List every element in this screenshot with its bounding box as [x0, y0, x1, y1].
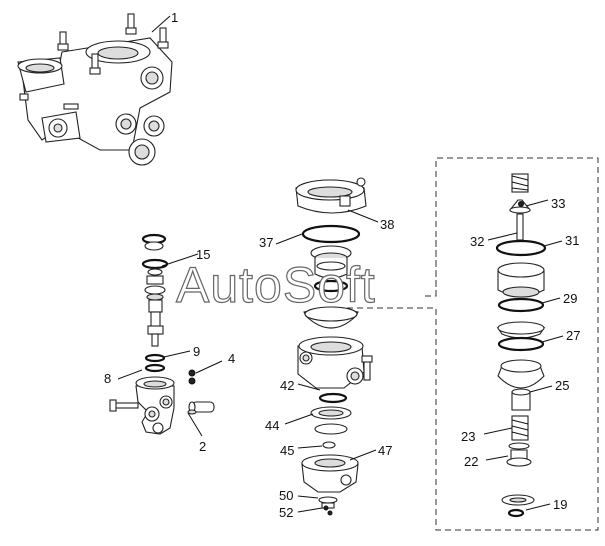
callout-38: 38: [380, 217, 394, 232]
callout-44: 44: [265, 418, 279, 433]
callout-42: 42: [280, 378, 294, 393]
callout-47: 47: [378, 443, 392, 458]
callout-9: 9: [193, 344, 200, 359]
callout-52: 52: [279, 505, 293, 520]
callout-2: 2: [199, 439, 206, 454]
valve-body-part-1: [17, 13, 173, 166]
callout-27: 27: [566, 328, 580, 343]
callout-22: 22: [464, 454, 478, 469]
callout-29: 29: [563, 291, 577, 306]
callout-33: 33: [551, 196, 565, 211]
callout-8: 8: [104, 371, 111, 386]
callout-19: 19: [553, 497, 567, 512]
center-valve-assembly: [275, 177, 379, 516]
dashed-boundary: [342, 157, 599, 531]
callout-4: 4: [228, 351, 235, 366]
callout-31: 31: [565, 233, 579, 248]
callout-1: 1: [171, 10, 178, 25]
callout-15: 15: [196, 247, 210, 262]
callout-23: 23: [461, 429, 475, 444]
callout-labels: 1 15 9 4 8 2 38 37 42 44 45 47 50 52 33 …: [104, 10, 580, 520]
callout-32: 32: [470, 234, 484, 249]
watermark-text: AutoSoft: [176, 257, 376, 313]
callout-25: 25: [555, 378, 569, 393]
callout-37: 37: [259, 235, 273, 250]
callout-45: 45: [280, 443, 294, 458]
right-valve-assembly: [483, 173, 564, 518]
callout-50: 50: [279, 488, 293, 503]
left-valve-assembly: [109, 233, 223, 437]
